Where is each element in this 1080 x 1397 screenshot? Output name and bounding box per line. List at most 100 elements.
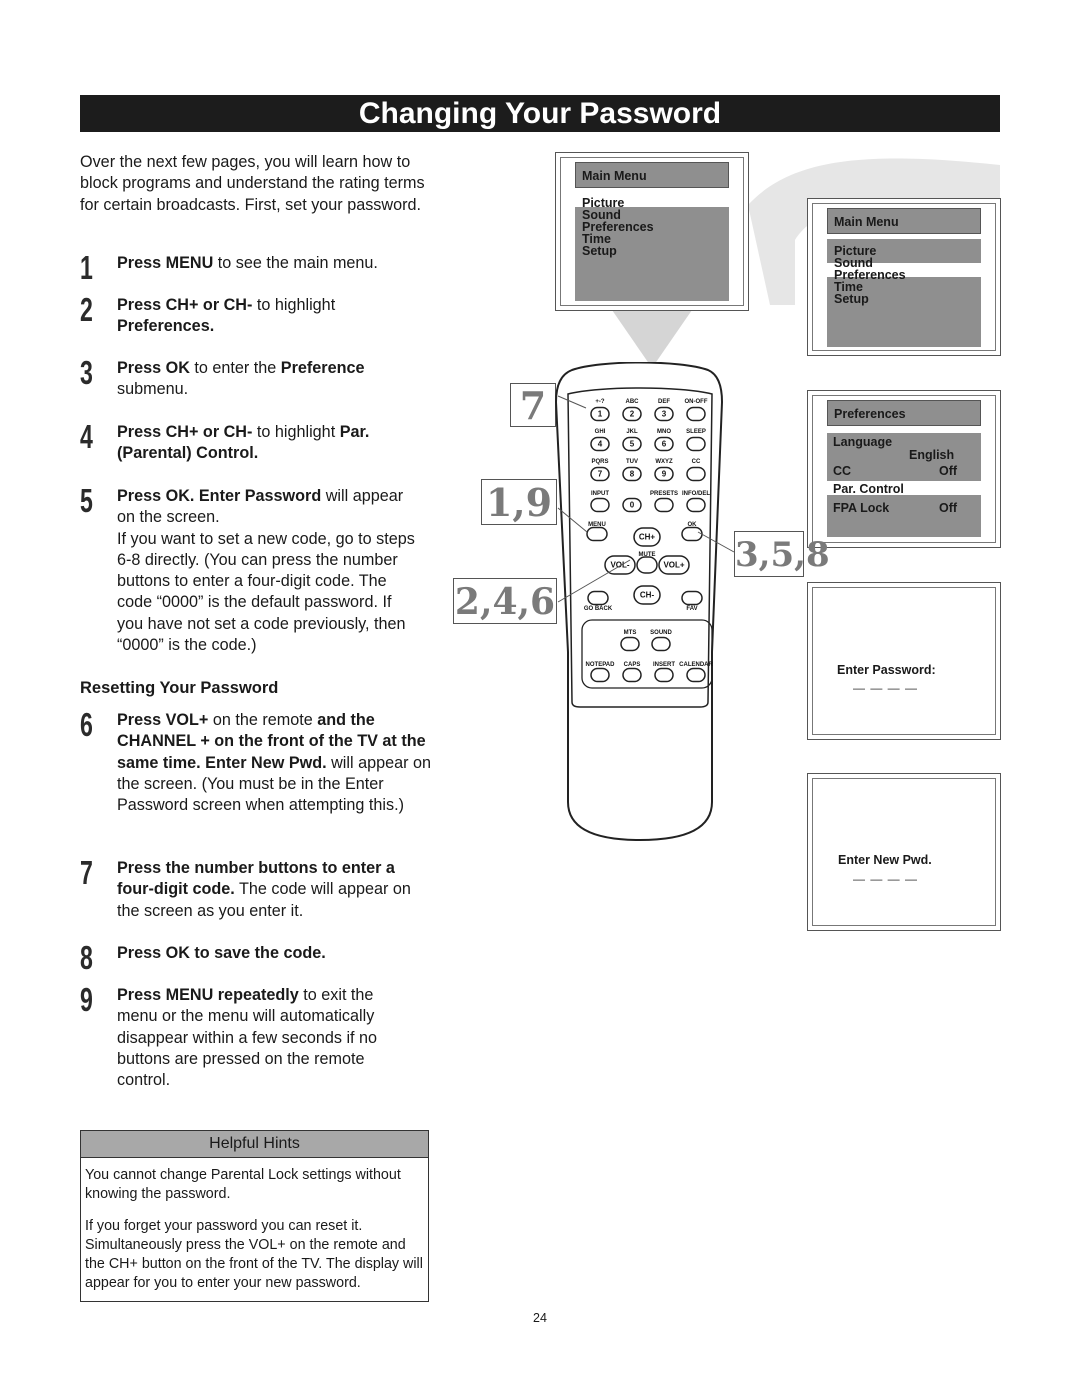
remote-key[interactable] (622, 406, 642, 422)
hint-paragraph: You cannot change Parental Lock settings… (85, 1167, 401, 1202)
step-bold: Press VOL+ (117, 711, 209, 729)
pref-par-control: Par. Control (833, 482, 904, 496)
menu-item-preferences: Preferences (582, 220, 654, 234)
key-caption: ON-OFF (685, 399, 708, 405)
remote-key-label: 1 (598, 410, 603, 419)
vol-plus-button-label: VOL+ (663, 561, 684, 570)
pref-fpa-value: Off (939, 501, 958, 515)
menu-title: Preferences (827, 400, 981, 426)
remote-key[interactable] (654, 667, 674, 683)
new-pwd-dashes: — — — — (853, 872, 919, 886)
enter-password-label: Enter Password: (837, 663, 936, 677)
menu-item-preferences: Preferences (834, 268, 906, 282)
key-caption: CC (692, 459, 701, 465)
remote-key[interactable] (590, 667, 610, 683)
remote-key[interactable] (686, 406, 706, 422)
ch-plus-button[interactable] (633, 527, 661, 547)
intro-paragraph: Over the next few pages, you will learn … (80, 153, 425, 214)
step-4: 4 Press CH+ or CH- to highlight Par. (Pa… (80, 418, 440, 465)
step-number: 5 (80, 482, 93, 519)
step-text: to highlight (252, 296, 336, 314)
mute-button[interactable] (636, 556, 658, 574)
key-caption: GHI (595, 429, 606, 435)
fav-button[interactable] (681, 590, 703, 606)
step-number: 6 (80, 706, 93, 743)
step-number: 8 (80, 939, 93, 976)
step-text: will appear on the screen. (117, 487, 404, 527)
vol-minus-button[interactable] (604, 555, 636, 575)
remote-key-label: 4 (598, 440, 603, 449)
remote-key[interactable] (590, 466, 610, 482)
remote-key[interactable] (654, 466, 674, 482)
step-bold: Press CH+ or CH- (117, 423, 253, 441)
mts-button[interactable] (620, 636, 640, 652)
page-number: 24 (533, 1311, 547, 1325)
remote-key[interactable] (686, 466, 706, 482)
remote-key[interactable] (590, 406, 610, 422)
remote-key[interactable] (654, 436, 674, 452)
ok-button[interactable] (681, 526, 703, 542)
vol-plus-button[interactable] (658, 555, 690, 575)
step-number: 9 (80, 981, 93, 1018)
remote-key[interactable] (622, 436, 642, 452)
step-text: on the remote (208, 711, 318, 729)
key-caption: INPUT (591, 491, 609, 497)
step-text: to enter the (189, 359, 281, 377)
menu-title: Main Menu (827, 208, 981, 234)
remote-key[interactable] (686, 436, 706, 452)
callout-1-9: 1,9 (481, 479, 557, 525)
step-number: 7 (80, 854, 93, 891)
menu-item-time: Time (834, 280, 863, 294)
step-bold: Press OK (117, 359, 190, 377)
enter-new-pwd-label: Enter New Pwd. (838, 853, 932, 867)
sound-button[interactable] (651, 636, 671, 652)
remote-key-label: 2 (630, 410, 635, 419)
pref-language-label: Language (833, 435, 893, 449)
pref-language-value: English (909, 448, 955, 462)
key-caption: JKL (626, 429, 638, 435)
presets-button[interactable] (654, 497, 674, 513)
step-bold: Par. (Parental) Control. (117, 423, 370, 463)
pref-cc-label: CC (833, 464, 852, 478)
page-title: Changing Your Password (80, 95, 1000, 132)
key-caption: WXYZ (655, 459, 673, 465)
key-caption: PRESETS (650, 491, 678, 497)
step-bold: Press MENU repeatedly (117, 986, 299, 1004)
key-caption: PQRS (591, 459, 608, 465)
step-7: 7 Press the number buttons to enter a fo… (80, 854, 440, 922)
remote-key[interactable] (622, 466, 642, 482)
step-text: will appear on the screen. (You must be … (117, 753, 431, 815)
step-number: 2 (80, 291, 93, 328)
helpful-hints-heading: Helpful Hints (81, 1131, 428, 1158)
ch-minus-button[interactable] (633, 585, 661, 605)
step-8: 8 Press OK to save the code. (80, 939, 440, 976)
menu-button[interactable] (586, 526, 608, 542)
hint-paragraph: If you forget your password you can rese… (85, 1218, 423, 1291)
remote-key[interactable] (590, 436, 610, 452)
input-button[interactable] (590, 497, 610, 513)
sound-caption: SOUND (650, 630, 672, 636)
remote-key[interactable] (686, 667, 706, 683)
mts-caption: MTS (624, 630, 637, 636)
key-caption: TUV (626, 459, 638, 465)
step-2: 2 Press CH+ or CH- to highlight Preferen… (80, 291, 440, 338)
zero-button[interactable] (622, 497, 642, 513)
step-bold: Press CH+ or CH- (117, 296, 253, 314)
go-back-button[interactable] (587, 590, 609, 606)
info-del-button[interactable] (686, 497, 706, 513)
step-text: submenu. (117, 380, 189, 399)
enter-password-screen: Enter Password: — — — — (807, 582, 1001, 740)
menu-item-setup: Setup (834, 292, 869, 306)
menu-caption: MENU (588, 522, 606, 528)
resetting-heading: Resetting Your Password (80, 679, 279, 697)
remote-key[interactable] (622, 667, 642, 683)
key-caption: NOTEPAD (586, 662, 616, 668)
step-text: to see the main menu. (213, 254, 378, 272)
step-9: 9 Press MENU repeatedly to exit the menu… (80, 981, 440, 1091)
menu-title: Main Menu (575, 162, 729, 188)
remote-key-label: 8 (630, 470, 635, 479)
remote-key[interactable] (654, 406, 674, 422)
key-caption: ABC (626, 399, 640, 405)
step-bold: and the CHANNEL + on the front of the TV… (117, 711, 426, 772)
